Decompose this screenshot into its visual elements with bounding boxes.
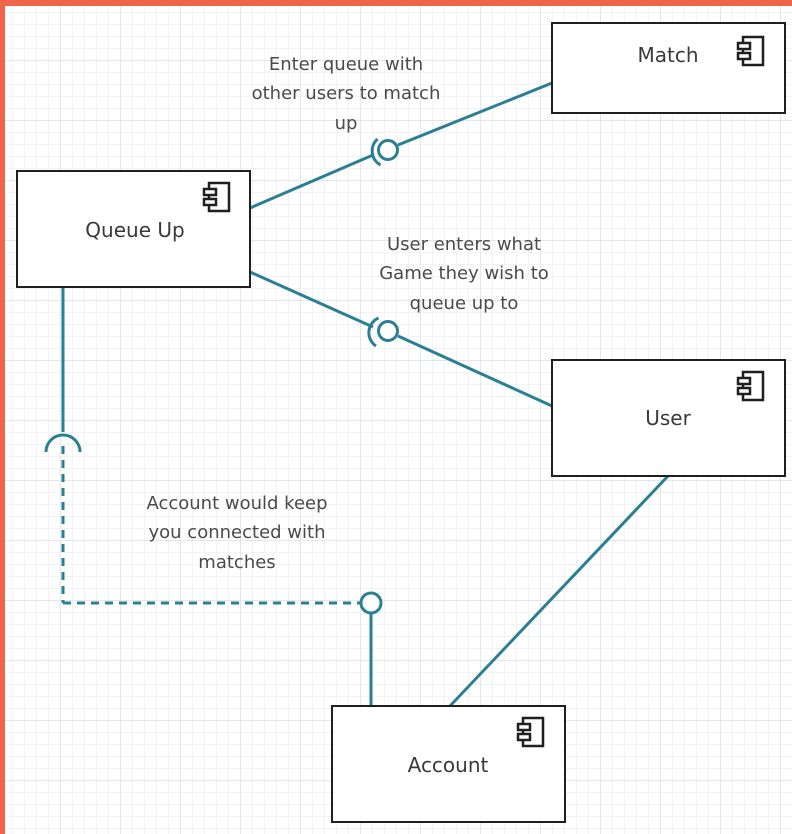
uml-component-icon bbox=[202, 181, 231, 213]
provided-interface-ball bbox=[359, 591, 383, 615]
required-interface-socket bbox=[370, 137, 382, 167]
annotation-line: User enters what bbox=[387, 234, 541, 255]
annotation-queue-to-match: Enter queue with other users to match up bbox=[252, 54, 441, 134]
required-interface-socket bbox=[367, 316, 380, 348]
component-queue-up[interactable]: Queue Up bbox=[16, 170, 251, 288]
component-user[interactable]: User bbox=[551, 359, 786, 477]
component-label: Queue Up bbox=[85, 218, 184, 242]
provided-interface-ball bbox=[377, 320, 399, 342]
annotation-line: other users to match bbox=[252, 83, 441, 104]
provided-interface-ball bbox=[377, 139, 399, 161]
uml-component-icon bbox=[516, 716, 545, 748]
component-label: Match bbox=[637, 43, 698, 67]
annotation-line: Account would keep bbox=[146, 493, 327, 514]
annotation-line: up bbox=[335, 113, 358, 134]
connector-queue-to-match[interactable] bbox=[249, 81, 553, 210]
uml-component-icon bbox=[736, 35, 765, 67]
annotation-user-to-queue: User enters what Game they wish to queue… bbox=[379, 234, 549, 314]
annotation-line: Game they wish to bbox=[379, 263, 549, 284]
connector-user-to-queue[interactable] bbox=[249, 270, 553, 408]
component-account[interactable]: Account bbox=[331, 705, 566, 823]
required-interface-socket bbox=[44, 433, 82, 453]
component-label: User bbox=[645, 406, 691, 430]
uml-component-icon bbox=[736, 370, 765, 402]
connector-user-to-account[interactable] bbox=[448, 474, 670, 708]
component-label: Account bbox=[408, 753, 489, 777]
annotation-account-to-queue: Account would keep you connected with ma… bbox=[146, 493, 327, 573]
connector-line bbox=[397, 81, 553, 147]
frame-border-top bbox=[0, 0, 792, 6]
connector-line bbox=[448, 474, 670, 708]
annotation-line: Enter queue with bbox=[269, 54, 423, 75]
annotation-line: you connected with bbox=[149, 522, 326, 543]
connector-line bbox=[397, 334, 553, 408]
component-match[interactable]: Match bbox=[551, 22, 786, 114]
connector-line bbox=[249, 153, 374, 210]
connector-account-to-queue[interactable] bbox=[44, 287, 383, 706]
annotation-line: queue up to bbox=[410, 293, 519, 314]
connector-line bbox=[249, 270, 374, 329]
frame-border-left bbox=[0, 0, 5, 834]
annotation-line: matches bbox=[198, 552, 275, 573]
